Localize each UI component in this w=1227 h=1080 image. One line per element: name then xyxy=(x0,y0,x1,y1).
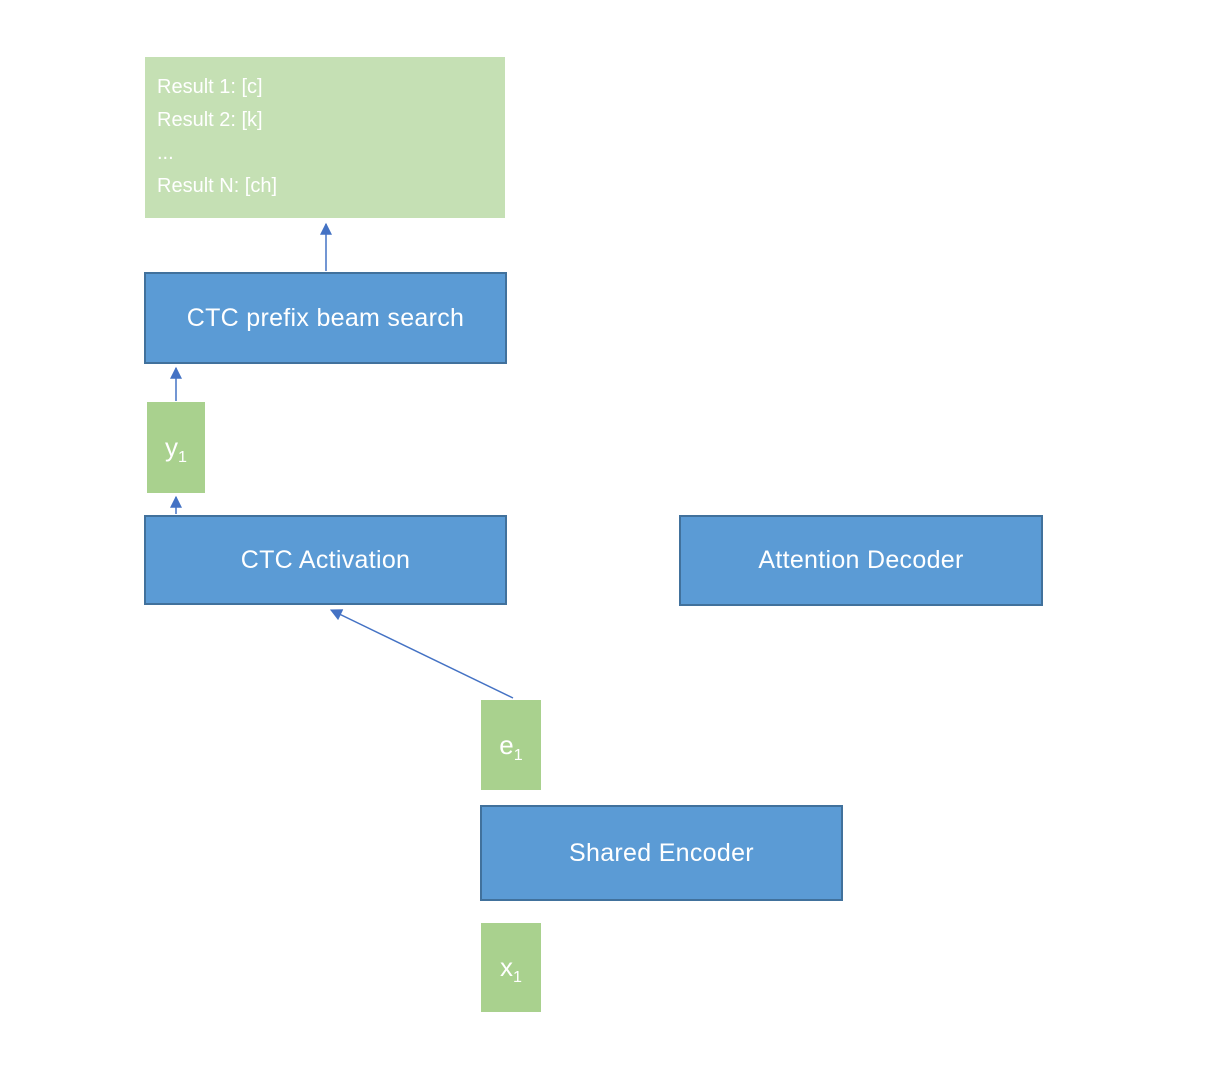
ctc-activation-box: CTC Activation xyxy=(144,515,507,605)
result-line-2: Result 2: [k] xyxy=(157,109,263,131)
ctc-prefix-beam-search-label: CTC prefix beam search xyxy=(186,303,465,332)
attention-decoder-label: Attention Decoder xyxy=(758,546,964,574)
y1-token-label: y1 xyxy=(165,432,187,467)
e1-token-box: e1 xyxy=(481,700,541,790)
result-line-n: Result N: [ch] xyxy=(157,175,278,197)
ctc-activation-label: CTC Activation xyxy=(240,545,411,574)
result-line-ellipsis: ... xyxy=(157,142,174,164)
e1-token-label: e1 xyxy=(499,729,523,764)
x1-token-box: x1 xyxy=(481,923,541,1012)
result-line-1: Result 1: [c] xyxy=(157,76,263,98)
ctc-prefix-beam-search-box: CTC prefix beam search xyxy=(144,272,507,364)
arrow-e1-to-ctc-activation xyxy=(329,609,514,699)
y1-token-box: y1 xyxy=(147,402,205,493)
shared-encoder-box: Shared Encoder xyxy=(480,805,843,901)
x1-token-label: x1 xyxy=(500,952,522,987)
attention-decoder-box: Attention Decoder xyxy=(679,515,1043,606)
results-box: Result 1: [c] Result 2: [k] ... Result N… xyxy=(145,57,505,218)
shared-encoder-label: Shared Encoder xyxy=(569,838,754,867)
